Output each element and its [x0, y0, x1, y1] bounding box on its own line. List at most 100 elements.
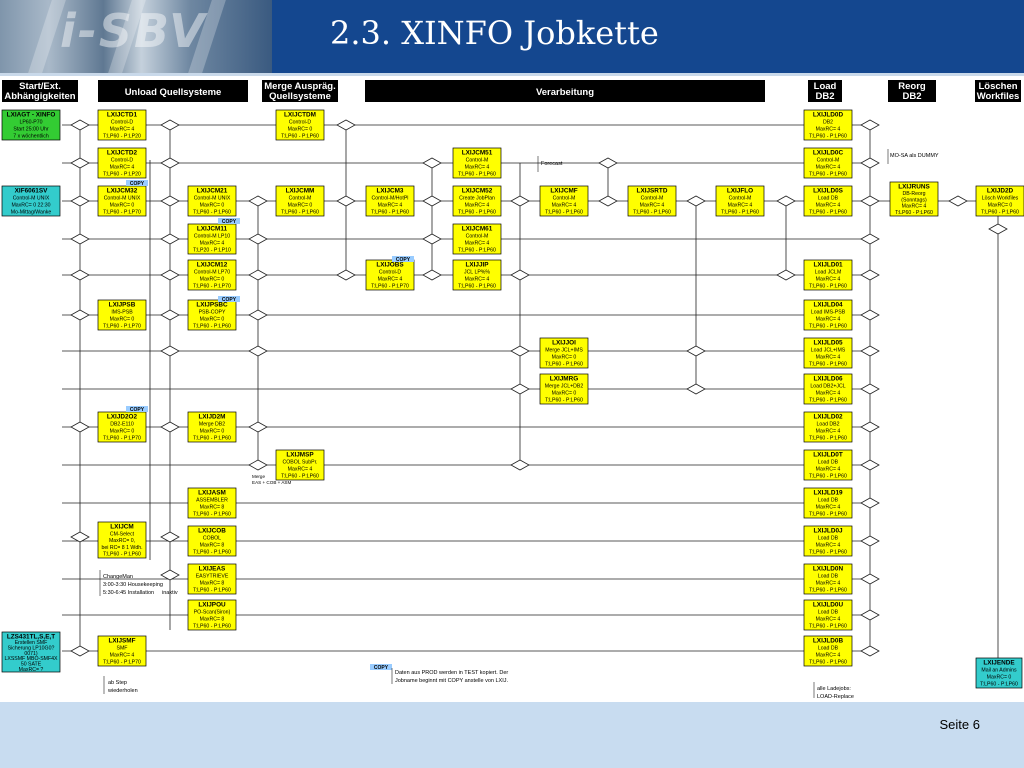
copy-tag-label: COPY	[222, 297, 237, 303]
job-box	[187, 259, 237, 291]
job-name: LXIJCM51	[462, 150, 493, 157]
job-box	[365, 259, 415, 291]
column-header-label: Start/Ext.	[19, 81, 61, 92]
job-detail: MaxRC= 4	[816, 203, 841, 209]
job-detail: T:LP60 - P:LP60	[809, 588, 847, 594]
job-detail: MaxRC= 4	[465, 203, 490, 209]
job-detail: MaxRC= 4	[816, 165, 841, 171]
job-detail: T:LP60 - P:LP60	[980, 682, 1018, 688]
job-detail: MaxRC= 8	[200, 505, 225, 511]
decision-diamond	[70, 119, 90, 131]
decision-diamond	[686, 383, 706, 395]
job-box	[187, 525, 237, 557]
job-name: LXIJLD0J	[813, 528, 843, 535]
job-detail: T:LP60 - P:LP60	[809, 362, 847, 368]
job-box	[452, 185, 502, 217]
column-header-label: Merge Auspräg.	[264, 81, 335, 92]
job-detail: Load DB2+JCL	[810, 384, 845, 390]
job-detail: Control-D	[379, 270, 401, 276]
job-box	[803, 487, 853, 519]
job-detail: IMS-PSB	[111, 310, 133, 316]
job-detail: T:LP60 - P:LP60	[281, 474, 319, 480]
job-detail: T:LP60 - P:LP60	[981, 210, 1019, 216]
job-box	[97, 147, 147, 179]
job-detail: T:LP60 - P:LP70	[103, 324, 141, 330]
decision-diamond	[510, 195, 530, 207]
job-detail: T:LP60 - P:LP60	[809, 284, 847, 290]
column-header-unload: Unload Quellsysteme	[98, 80, 248, 102]
note-inaktiv: inaktiv	[162, 590, 178, 596]
job-box	[975, 657, 1023, 689]
job-detail: MaxRC= 0 22:30	[11, 203, 50, 209]
job-detail: MaxRC= 4	[816, 617, 841, 623]
decision-diamond	[248, 309, 268, 321]
decision-diamond	[860, 535, 880, 547]
job-name: LXIJLD02	[813, 414, 843, 421]
job-detail: T:LP60 - P:LP60	[193, 624, 231, 630]
job-detail: T:LP60 - P:LP60	[809, 550, 847, 556]
decision-diamond	[860, 459, 880, 471]
job-box	[97, 411, 147, 443]
job-detail: MaxRC= 0,	[109, 538, 135, 544]
job-detail: MaxRC= 4	[465, 165, 490, 171]
job-detail: Control-M	[553, 196, 576, 202]
decision-diamond	[160, 421, 180, 433]
job-detail: MaxRC= 0	[988, 203, 1013, 209]
job-detail: MaxRC= 4	[816, 467, 841, 473]
column-header-box	[98, 80, 248, 102]
job-detail: Load JCLM	[815, 270, 842, 276]
copy-legend-label: COPY	[374, 665, 389, 671]
decision-diamond	[336, 119, 356, 131]
job-name: LXIJPOU	[198, 602, 226, 609]
job-detail: MaxRC= 4	[110, 653, 135, 659]
job-box	[803, 373, 853, 405]
job-detail: Control-M UNIX	[13, 196, 50, 202]
job-box	[187, 185, 237, 217]
job-name: LXIJCMF	[550, 188, 577, 195]
copy-tag-label: COPY	[222, 219, 237, 225]
column-header-box	[888, 80, 936, 102]
job-detail: T:LP60 - P:LP60	[371, 210, 409, 216]
decision-diamond	[860, 269, 880, 281]
job-box	[187, 563, 237, 595]
job-detail: MaxRC= 4	[378, 203, 403, 209]
job-detail: Lösch Workfiles	[982, 196, 1019, 202]
note-copy-legend: Jobname beginnt mit COPY anstelle von LX…	[395, 678, 508, 684]
job-detail: Sicherung LP10G0?	[8, 645, 55, 651]
copy-tag: COPY	[126, 180, 148, 187]
job-detail: T:LP60 - P:LP20	[103, 172, 141, 178]
job-box	[97, 185, 147, 217]
column-header-label: Löschen	[978, 81, 1017, 92]
job-name: LXIJCM11	[197, 226, 228, 233]
decision-diamond	[510, 459, 530, 471]
job-name: LXIJLD0C	[813, 150, 844, 157]
job-name: LXIJCM32	[107, 188, 138, 195]
job-detail: bei RC= 8 1 Wdh.	[101, 545, 142, 551]
job-box	[97, 521, 147, 559]
job-detail: 7 x wöchentlich	[13, 134, 49, 140]
job-detail: T:LP60 - P:LP60	[895, 210, 933, 216]
note-merge: Merge	[252, 474, 265, 479]
job-detail: Load DB	[818, 646, 839, 652]
job-box	[803, 449, 853, 481]
job-box	[803, 259, 853, 291]
column-header-merge: Merge Auspräg.Quellsysteme	[262, 80, 338, 102]
decision-diamond	[336, 195, 356, 207]
job-detail: Control-M	[466, 234, 489, 240]
job-detail: Control-M	[641, 196, 664, 202]
job-detail: MaxRC= 4	[816, 277, 841, 283]
